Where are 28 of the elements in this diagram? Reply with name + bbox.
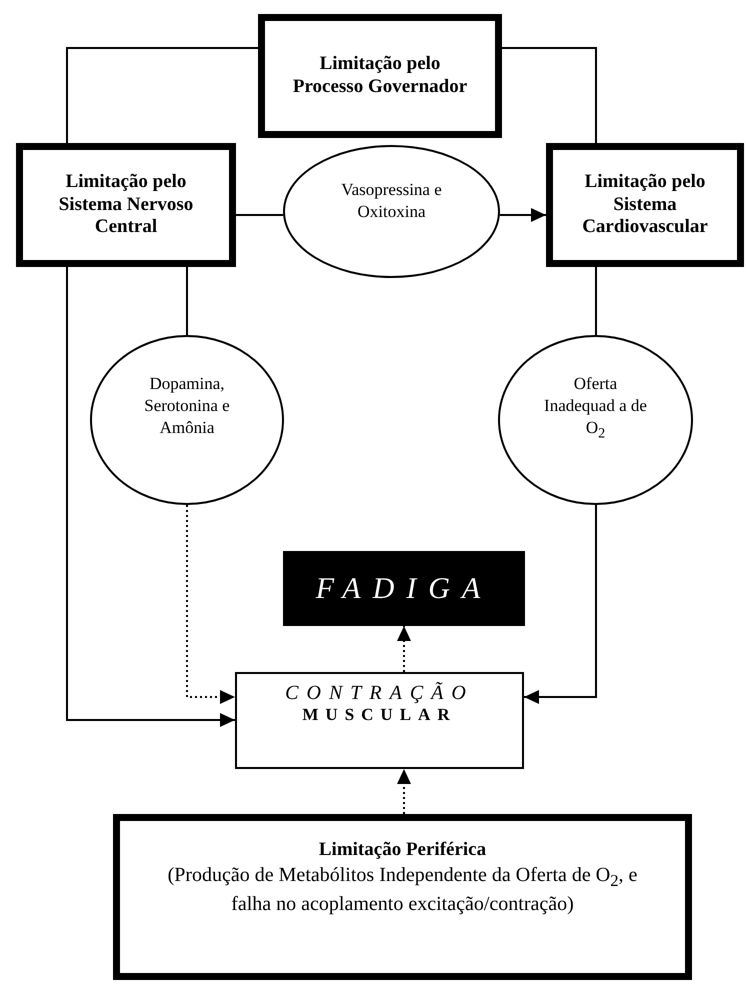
- connector-line: [236, 214, 284, 216]
- box-title: Limitação pelo Sistema Nervoso Central: [58, 170, 194, 240]
- oval-label: Oferta Inadequad a de O$_{2}$: [543, 373, 648, 443]
- process-box: [113, 814, 692, 980]
- connector-line: [502, 47, 597, 143]
- arrow: [524, 505, 597, 704]
- arrow: [186, 505, 235, 704]
- box-title: Limitação pelo Sistema Cardiovascular: [581, 170, 709, 240]
- process-box: [546, 143, 744, 267]
- arrow: [500, 208, 546, 222]
- oval-label: Vasopressina e Oxitoxina: [340, 179, 443, 224]
- connector-line: [66, 47, 258, 143]
- process-label: CONTRAÇÃO: [284, 682, 475, 705]
- box-description: (Produção de Metabólitos Independente da Oferta de O$_{2}$, e falha no acoplamento excitação/contração): [166, 862, 638, 918]
- outcome-label: FADIGA: [314, 572, 494, 606]
- arrow: [66, 267, 235, 727]
- process-box: [235, 672, 524, 769]
- connector-line: [186, 267, 188, 335]
- arrow: [397, 626, 411, 672]
- process-box: [258, 14, 502, 138]
- process-box: [16, 143, 236, 267]
- oval-label: Dopamina, Serotonina e Amônia: [143, 373, 231, 440]
- connector-line: [595, 267, 597, 335]
- box-title: Limitação pelo Processo Governador: [292, 53, 468, 99]
- process-label: MUSCULAR: [301, 705, 458, 725]
- box-title: Limitação Periférica: [318, 839, 488, 862]
- outcome-box: [283, 551, 525, 626]
- arrow: [397, 769, 411, 814]
